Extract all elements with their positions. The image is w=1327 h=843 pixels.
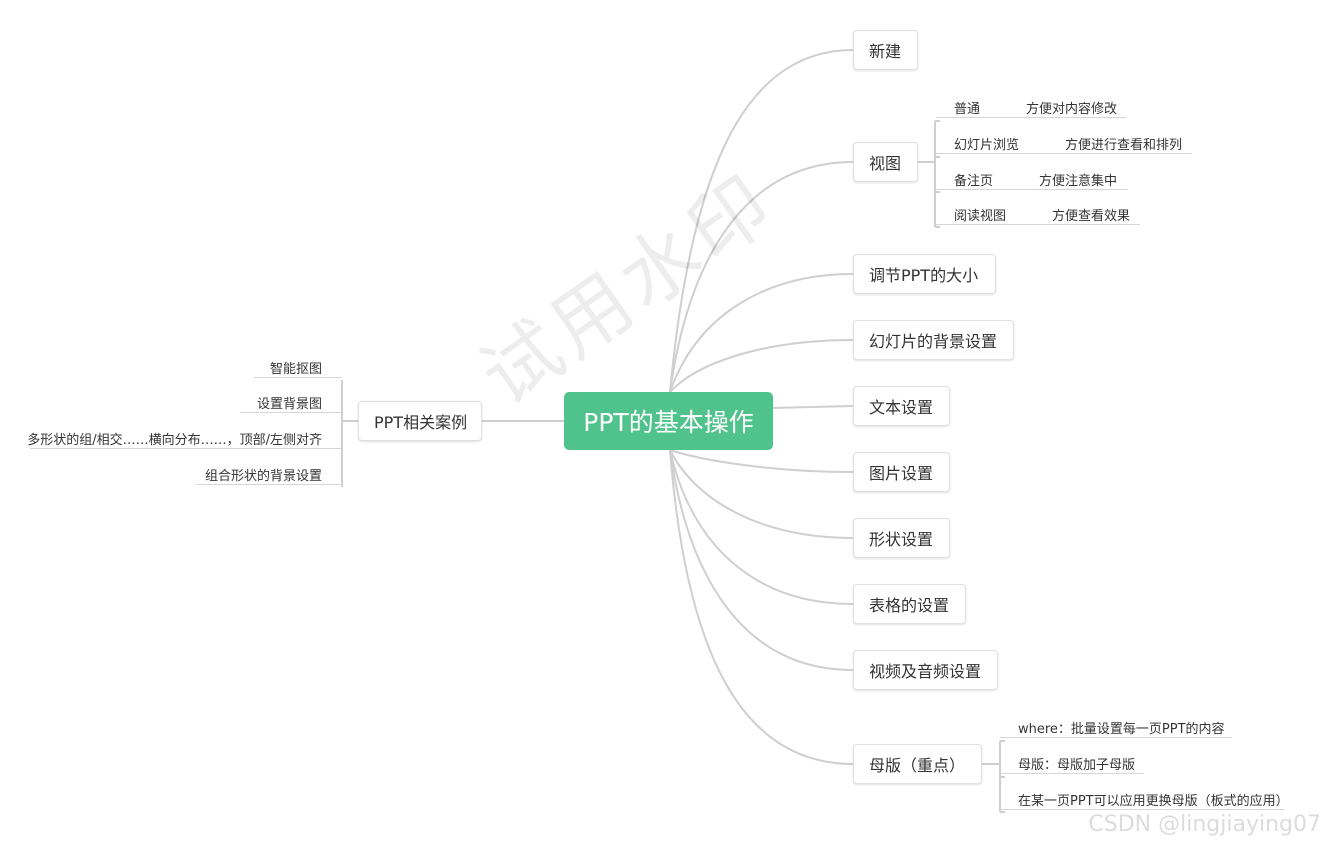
- view-item[interactable]: 备注页 方便注意集中: [936, 170, 1128, 190]
- master-item-label: where：批量设置每一页PPT的内容: [1018, 722, 1225, 737]
- case-item[interactable]: 多形状的组/相交……横向分布……，顶部/左侧对齐: [27, 429, 342, 449]
- branch-new[interactable]: 新建: [853, 30, 918, 70]
- trial-watermark: 试用水印: [465, 157, 793, 424]
- view-item-name: 幻灯片浏览: [954, 138, 1020, 153]
- edge-table: [669, 449, 854, 605]
- edge-shape: [669, 449, 854, 539]
- view-item-name: 阅读视图: [954, 209, 1007, 224]
- branch-media[interactable]: 视频及音频设置: [853, 650, 998, 690]
- edge-text: [771, 405, 854, 409]
- branch-cases[interactable]: PPT相关案例: [358, 401, 482, 441]
- view-item-desc: 方便查看效果: [1052, 209, 1131, 224]
- case-item[interactable]: 组合形状的背景设置: [196, 465, 342, 485]
- view-item[interactable]: 幻灯片浏览 方便进行查看和排列: [936, 134, 1192, 154]
- root-topic[interactable]: PPT的基本操作: [564, 392, 773, 450]
- view-item-desc: 方便进行查看和排列: [1065, 138, 1183, 153]
- master-item[interactable]: 在某一页PPT可以应用更换母版（板式的应用）: [1000, 790, 1289, 810]
- view-item-name: 备注页: [954, 174, 994, 189]
- edge-master: [669, 449, 854, 765]
- view-item-name: 普通: [954, 102, 981, 117]
- view-item-desc: 方便对内容修改: [1026, 102, 1118, 117]
- edge-media: [669, 449, 854, 671]
- branch-size[interactable]: 调节PPT的大小: [853, 254, 996, 294]
- case-item[interactable]: 设置背景图: [240, 393, 342, 413]
- master-item[interactable]: where：批量设置每一页PPT的内容: [1000, 718, 1232, 738]
- view-item[interactable]: 阅读视图 方便查看效果: [936, 205, 1140, 225]
- edge-image: [669, 449, 854, 473]
- branch-image[interactable]: 图片设置: [853, 452, 950, 492]
- edge-bg: [669, 339, 854, 393]
- branch-text[interactable]: 文本设置: [853, 386, 950, 426]
- master-item[interactable]: 母版：母版加子母版: [1000, 754, 1144, 774]
- view-item[interactable]: 普通 方便对内容修改: [936, 98, 1126, 118]
- branch-background[interactable]: 幻灯片的背景设置: [853, 320, 1014, 360]
- branch-table[interactable]: 表格的设置: [853, 584, 966, 624]
- edge-case-items: [341, 380, 358, 487]
- branch-master[interactable]: 母版（重点）: [853, 744, 982, 784]
- master-item-label: 在某一页PPT可以应用更换母版（板式的应用）: [1018, 794, 1289, 809]
- source-credit: CSDN @lingjiaying07: [1088, 812, 1321, 837]
- view-item-desc: 方便注意集中: [1039, 174, 1118, 189]
- branch-view[interactable]: 视图: [853, 142, 918, 182]
- branch-shape[interactable]: 形状设置: [853, 518, 950, 558]
- case-item[interactable]: 智能抠图: [254, 358, 342, 378]
- master-item-label: 母版：母版加子母版: [1018, 758, 1136, 773]
